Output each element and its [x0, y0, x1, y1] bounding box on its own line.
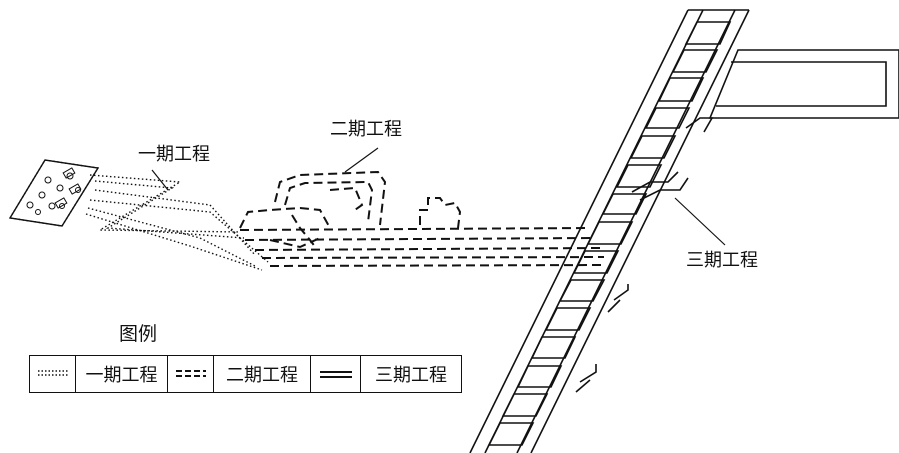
phase1-label: 一期工程: [138, 144, 210, 165]
legend-item-phase1: 一期工程: [76, 356, 168, 392]
legend-title: 图例: [119, 323, 158, 345]
double-line-symbol: [311, 356, 361, 392]
phase2-roadways: [239, 170, 607, 267]
legend-item-phase3: 三期工程: [361, 356, 461, 392]
loading-pad-texture: [8, 159, 100, 227]
dashed-line-symbol: [168, 356, 214, 392]
legend: 一期工程 二期工程 三期工程: [29, 355, 462, 393]
legend-label-phase2: 二期工程: [226, 365, 298, 386]
legend-label-phase1: 一期工程: [85, 365, 158, 386]
legend-label-phase3: 三期工程: [375, 365, 447, 386]
label-leaders: [151, 147, 726, 246]
phase2-label: 二期工程: [330, 119, 402, 140]
crosscut-cells: [487, 21, 732, 446]
phase1-roadways: [8, 159, 269, 271]
dotted-line-symbol: [30, 356, 76, 392]
phase3-roadways: [469, 9, 899, 453]
legend-item-phase2: 二期工程: [214, 356, 311, 392]
phase3-label: 三期工程: [686, 250, 758, 271]
